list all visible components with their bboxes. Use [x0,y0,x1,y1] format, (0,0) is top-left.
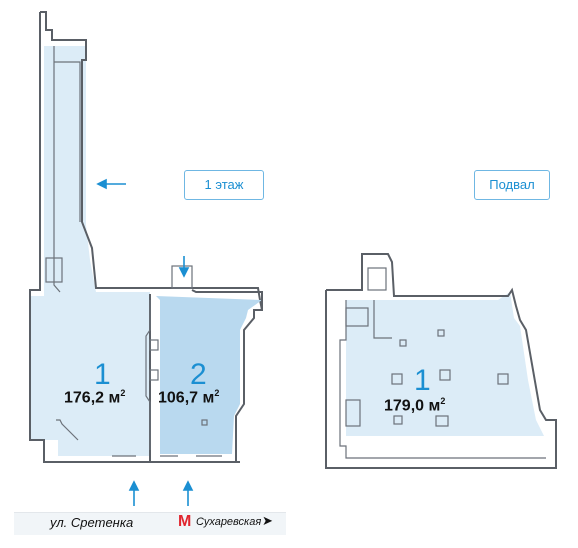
column [393,415,403,425]
room2-area: 106,7 м2 [158,388,220,407]
basement-corridor [373,300,392,339]
street-name: ул. Сретенка [50,515,134,530]
room2-fill [156,296,262,454]
basement-room-area: 179,0 м2 [384,396,446,415]
metro-station: Сухаревская [196,516,262,528]
floor1-tag: 1 этаж [184,170,264,200]
arrow-icon [182,480,194,506]
basement-stair [367,267,387,291]
column [437,329,445,337]
stair-block [45,257,63,283]
basement-inner-wall [339,300,546,459]
direction-arrow-icon: ➤ [262,513,273,528]
wing-inner-wall [53,46,61,293]
basement-tag: Подвал [474,170,550,200]
basement-wc [345,307,369,327]
basement-outer-wall [325,253,557,469]
room1-area: 176,2 м2 [64,388,126,407]
metro-icon: M [178,513,192,530]
stair-lines [56,419,79,441]
floor1-plan [29,11,263,506]
arrow-icon [96,178,126,190]
floor1-outer-wall [40,11,263,311]
column [399,339,407,347]
room1-number: 1 [94,358,111,391]
column [201,419,208,426]
column [149,339,159,351]
wing-divider [54,61,81,222]
room1-room2-divider [145,300,151,450]
column [497,373,509,385]
basement-fill [346,292,544,436]
entry-vestibule [171,265,193,289]
floor1-left-wall [29,12,102,463]
arrow-icon [128,480,140,506]
column [391,373,403,385]
column [439,369,451,381]
column [149,369,159,381]
street-bar [14,512,286,535]
column [435,415,449,427]
arrow-icon [178,256,190,278]
room2-number: 2 [190,358,207,391]
basement-stair-2 [345,399,361,427]
room1-wing-fill [30,46,150,456]
basement-room-number: 1 [414,364,431,397]
basement-plan [325,253,557,469]
